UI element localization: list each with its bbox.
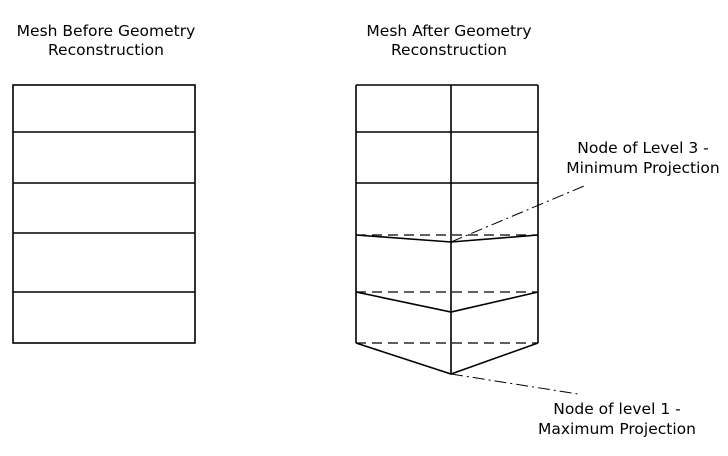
mesh-after	[355, 84, 539, 375]
annotation-level-1-line-2: Maximum Projection	[538, 420, 696, 438]
mesh-before	[12, 84, 196, 344]
mesh-after-projected-line-1	[355, 234, 539, 243]
annotation-level-3: Node of Level 3 - Minimum Projection	[558, 138, 728, 178]
mesh-after-projected-line-2	[355, 291, 539, 313]
title-after: Mesh After Geometry Reconstruction	[346, 22, 552, 60]
annotation-level-1-line-1: Node of level 1 -	[553, 400, 681, 418]
annotation-level-1: Node of level 1 - Maximum Projection	[530, 399, 704, 439]
title-before: Mesh Before Geometry Reconstruction	[0, 22, 212, 60]
leader-lines	[450, 185, 585, 395]
title-before-line-1: Mesh Before Geometry	[16, 22, 196, 40]
annotation-level-3-line-2: Minimum Projection	[566, 159, 720, 177]
title-before-line-2: Reconstruction	[47, 41, 164, 59]
original-position-lines	[356, 234, 538, 344]
leader-line-level-1	[450, 373, 579, 395]
mesh-after-projected-line-3	[355, 342, 539, 375]
title-after-line-1: Mesh After Geometry	[366, 22, 532, 40]
mesh-before-outline	[12, 84, 196, 344]
annotation-level-3-line-1: Node of Level 3 -	[577, 139, 709, 157]
title-after-line-2: Reconstruction	[390, 41, 507, 59]
leader-line-level-3	[450, 185, 585, 243]
